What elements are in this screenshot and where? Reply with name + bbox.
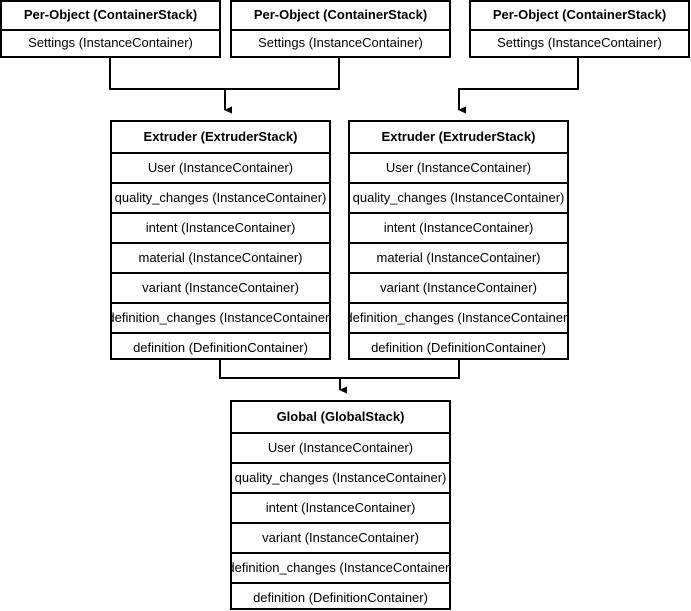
node-global[interactable]: Global (GlobalStack) User (InstanceConta… (230, 400, 451, 610)
node-row: definition (DefinitionContainer) (112, 332, 329, 362)
node-row: quality_changes (InstanceContainer) (112, 182, 329, 212)
node-row: definition_changes (InstanceContainer) (232, 552, 449, 582)
node-row: User (InstanceContainer) (112, 152, 329, 182)
node-row: quality_changes (InstanceContainer) (350, 182, 567, 212)
node-row: quality_changes (InstanceContainer) (232, 462, 449, 492)
node-header: Per-Object (ContainerStack) (492, 7, 667, 23)
edge-po2-to-extruder1 (225, 58, 340, 90)
node-row: variant (InstanceContainer) (350, 272, 567, 302)
node-row: definition (DefinitionContainer) (350, 332, 567, 362)
node-per-object-3[interactable]: Per-Object (ContainerStack) Settings (In… (469, 0, 690, 58)
edge-po1-to-extruder1 (109, 58, 225, 90)
node-row: intent (InstanceContainer) (112, 212, 329, 242)
node-row: definition_changes (InstanceContainer) (350, 302, 567, 332)
node-row: definition_changes (InstanceContainer) (112, 302, 329, 332)
node-row: User (InstanceContainer) (350, 152, 567, 182)
node-row: material (InstanceContainer) (350, 242, 567, 272)
node-row: Settings (InstanceContainer) (2, 29, 219, 56)
node-row: User (InstanceContainer) (232, 432, 449, 462)
node-row: Settings (InstanceContainer) (232, 29, 449, 56)
node-row: variant (InstanceContainer) (232, 522, 449, 552)
node-row: intent (InstanceContainer) (350, 212, 567, 242)
node-row: Settings (InstanceContainer) (471, 29, 688, 56)
node-row: definition (DefinitionContainer) (232, 582, 449, 611)
node-per-object-2[interactable]: Per-Object (ContainerStack) Settings (In… (230, 0, 451, 58)
node-header: Per-Object (ContainerStack) (23, 7, 198, 23)
node-per-object-1[interactable]: Per-Object (ContainerStack) Settings (In… (0, 0, 221, 58)
node-header: Global (GlobalStack) (276, 408, 405, 424)
node-extruder-1[interactable]: Extruder (ExtruderStack) User (InstanceC… (110, 120, 331, 360)
edge-po3-to-extruder2 (458, 58, 579, 114)
node-row: variant (InstanceContainer) (112, 272, 329, 302)
node-row: material (InstanceContainer) (112, 242, 329, 272)
node-header: Extruder (ExtruderStack) (381, 128, 536, 144)
node-extruder-2[interactable]: Extruder (ExtruderStack) User (InstanceC… (348, 120, 569, 360)
node-header: Extruder (ExtruderStack) (143, 128, 298, 144)
node-row: intent (InstanceContainer) (232, 492, 449, 522)
node-header: Per-Object (ContainerStack) (253, 7, 428, 23)
